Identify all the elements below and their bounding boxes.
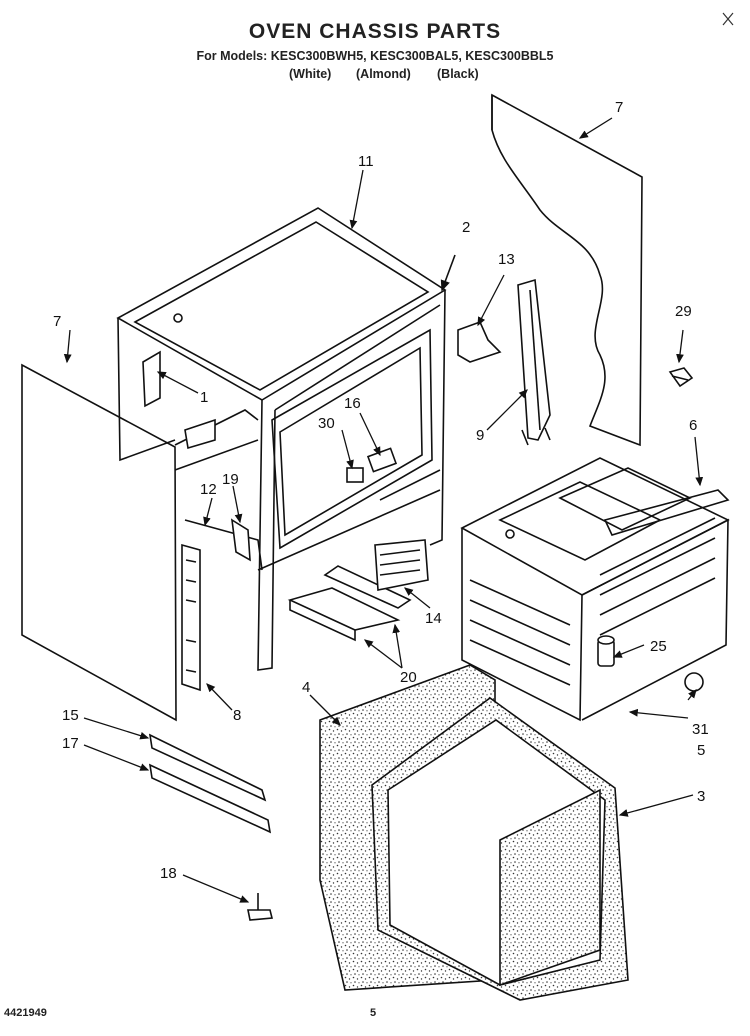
callout-5: 5: [697, 742, 705, 759]
callout-17: 17: [62, 735, 79, 752]
callout-6: 6: [689, 417, 697, 434]
callout-4: 4: [302, 679, 310, 696]
callout-11: 11: [358, 153, 374, 170]
callout-2: 2: [462, 219, 470, 236]
callout-31: 31: [692, 721, 709, 738]
callout-16: 16: [344, 395, 361, 412]
rail-9: [517, 278, 551, 446]
oven-liner-cavity: [460, 457, 730, 722]
callout-8: 8: [233, 707, 241, 724]
callout-3: 3: [697, 788, 705, 805]
brackets-15-17: [148, 733, 272, 834]
page-title: OVEN CHASSIS PARTS: [248, 20, 502, 43]
callout-25: 25: [650, 638, 667, 655]
document-number: 4421949: [4, 1007, 47, 1019]
back-panel-sheet: [491, 93, 643, 447]
callout-12: 12: [200, 481, 217, 498]
callout-13: 13: [498, 251, 515, 268]
models-line: For Models: KESC300BWH5, KESC300BAL5, KE…: [196, 49, 554, 63]
lower-rails: [287, 539, 429, 642]
color-white-label: (White): [289, 67, 332, 81]
callout-9: 9: [476, 427, 484, 444]
callout-29: 29: [675, 303, 692, 320]
callout-14: 14: [425, 610, 442, 627]
callout-30: 30: [318, 415, 335, 432]
callout-19: 19: [222, 471, 239, 488]
bracket-13: [457, 320, 502, 363]
color-black-label: (Black): [437, 67, 479, 81]
leveling-leg-18: [247, 893, 274, 921]
callout-7-back: 7: [615, 99, 623, 116]
insulation-3: [371, 697, 629, 1001]
light-bulb-25: [597, 635, 615, 667]
callout-1: 1: [200, 389, 208, 406]
callout-15: 15: [62, 707, 79, 724]
page-number: 5: [370, 1007, 377, 1019]
callout-18: 18: [160, 865, 177, 882]
callout-7-side: 7: [53, 313, 61, 330]
color-almond-label: (Almond): [356, 67, 411, 81]
side-panel-sheet: [21, 363, 177, 722]
screw-29: [668, 367, 694, 388]
corner-registration-mark: [722, 12, 734, 26]
callout-20: 20: [400, 669, 417, 686]
